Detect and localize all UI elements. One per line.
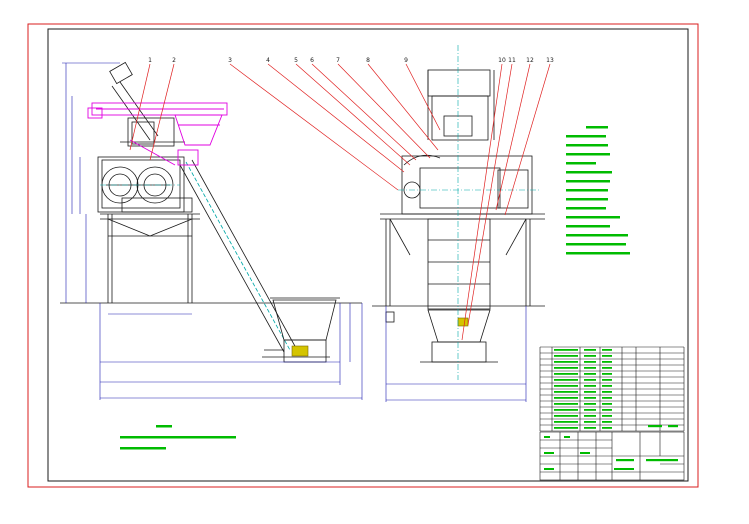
- callout-13: 13: [546, 57, 554, 64]
- discharge-gate: [291, 345, 309, 357]
- general-notes: [120, 425, 236, 450]
- callout-12: 12: [526, 57, 534, 64]
- title-block: [539, 431, 685, 481]
- outer-border: [27, 23, 699, 488]
- dimension-lines-right: [385, 306, 527, 402]
- cement-feed-assembly: [87, 102, 228, 166]
- callout-11: 11: [508, 57, 516, 64]
- callout-1: 1: [148, 57, 152, 64]
- technical-spec-notes: [566, 126, 630, 255]
- side-elevation-view: [60, 61, 362, 363]
- callout-9: 9: [404, 57, 408, 64]
- inner-frame: [47, 28, 689, 482]
- dimension-lines-left: [62, 62, 363, 400]
- centerlines: [100, 45, 540, 380]
- callout-3: 3: [228, 57, 232, 64]
- callout-5: 5: [294, 57, 298, 64]
- callout-6: 6: [310, 57, 314, 64]
- leader-lines: [129, 63, 551, 341]
- bill-of-materials-table: [539, 346, 685, 432]
- title-block-text: [544, 425, 678, 470]
- right-gate: [457, 317, 469, 327]
- callout-4: 4: [266, 57, 270, 64]
- callout-2: 2: [172, 57, 176, 64]
- callout-8: 8: [366, 57, 370, 64]
- callout-7: 7: [336, 57, 340, 64]
- callout-10: 10: [498, 57, 506, 64]
